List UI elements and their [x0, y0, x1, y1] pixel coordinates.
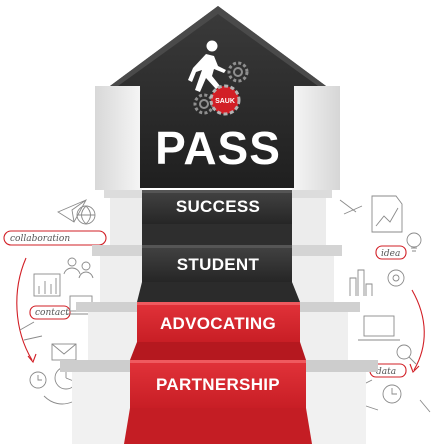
- bar-chart-icon-right: [349, 269, 373, 296]
- contact-tag: contact: [29, 305, 71, 320]
- collaboration-tag: collaboration: [3, 230, 107, 246]
- gear-icon-right: [387, 269, 405, 287]
- paper-plane-icon: [57, 199, 88, 223]
- globe-icon: [76, 205, 96, 225]
- sauk-logo: SAUK: [209, 84, 241, 116]
- step-success: SUCCESS: [142, 190, 292, 245]
- step-label-student: STUDENT: [177, 255, 260, 274]
- idea-word: idea: [381, 249, 400, 259]
- curved-arrow-right: [411, 289, 425, 371]
- clock-icon-right: [382, 384, 402, 404]
- step-label-partnership: PARTNERSHIP: [156, 375, 280, 394]
- walking-person-icon: [188, 40, 226, 92]
- step-label-success: SUCCESS: [176, 197, 260, 216]
- step-advocating: ADVOCATING: [130, 302, 306, 360]
- pass-title: PASS: [155, 122, 281, 174]
- sauk-logo-text: SAUK: [215, 98, 235, 105]
- collaboration-word: collaboration: [10, 234, 70, 244]
- document-chart-icon: [371, 195, 403, 233]
- bar-chart-icon: [33, 273, 61, 297]
- laptop-icon: [358, 315, 400, 341]
- curved-arrow-left: [16, 257, 33, 361]
- staircase-right-side: [286, 86, 378, 444]
- people-icon: [63, 257, 94, 279]
- magnifier-icon: [396, 344, 417, 365]
- lightbulb-icon: [406, 232, 422, 252]
- idea-tag: idea: [375, 245, 407, 260]
- step-label-advocating: ADVOCATING: [160, 314, 276, 333]
- data-word: data: [376, 367, 396, 377]
- step-partnership: PARTNERSHIP: [124, 360, 312, 444]
- contact-word: contact: [35, 308, 69, 318]
- step-student: STUDENT: [137, 245, 300, 302]
- staircase-left-side: [60, 86, 148, 444]
- clock-icon: [29, 371, 47, 389]
- envelope-icon: [51, 343, 77, 361]
- right-doodles: idea data: [339, 195, 431, 413]
